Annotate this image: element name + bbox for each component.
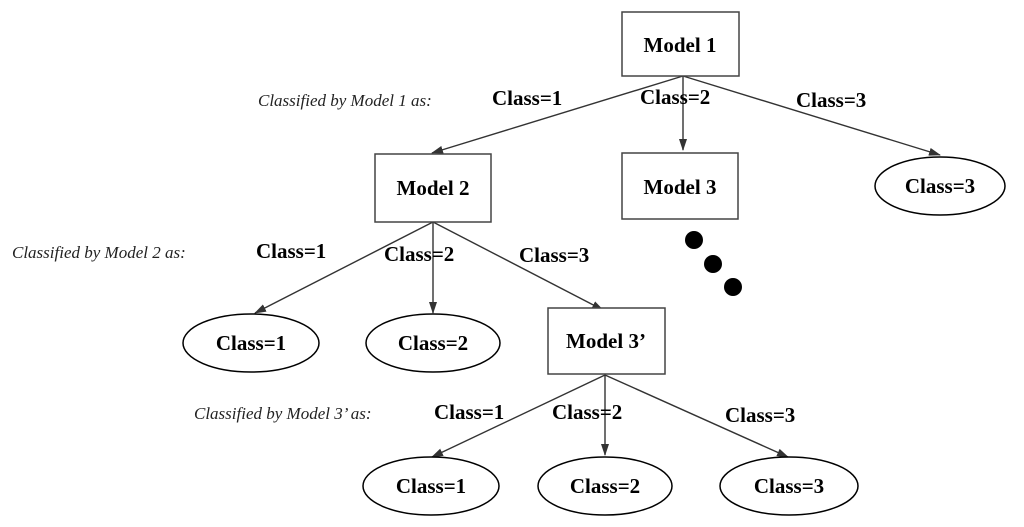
continuation-dot <box>685 231 703 249</box>
edge-label-m2-class-3: Class=3 <box>519 243 589 267</box>
leaf-top-class-3: Class=3 <box>874 156 1006 216</box>
model-2-label: Model 2 <box>397 176 470 200</box>
leaf-m3p-class-3-label: Class=3 <box>754 474 824 498</box>
edge-label-m3p-class-2: Class=2 <box>552 400 622 424</box>
edge-label-m3p-class-3: Class=3 <box>725 403 795 427</box>
caption-model-1: Classified by Model 1 as: <box>258 91 432 110</box>
edge-m2-to-class1 <box>254 221 434 314</box>
leaf-m3p-class-3: Class=3 <box>719 456 859 516</box>
edge-m3p-to-class1 <box>431 374 606 458</box>
edge-label-m2-class-2: Class=2 <box>384 242 454 266</box>
leaf-m2-class-2: Class=2 <box>365 313 501 373</box>
edge-m3p-to-class3 <box>604 374 789 458</box>
leaf-m3p-class-2: Class=2 <box>537 456 673 516</box>
leaf-m2-class-1-label: Class=1 <box>216 331 286 355</box>
model-3-node: Model 3 <box>621 152 739 220</box>
model-3-prime-label: Model 3’ <box>566 329 646 353</box>
edge-label-m1-class-1: Class=1 <box>492 86 562 110</box>
model-1-label: Model 1 <box>644 33 717 57</box>
leaf-m3p-class-1: Class=1 <box>362 456 500 516</box>
leaf-m3p-class-1-label: Class=1 <box>396 474 466 498</box>
model-2-node: Model 2 <box>374 153 492 223</box>
edge-label-m2-class-1: Class=1 <box>256 239 326 263</box>
continuation-dot <box>724 278 742 296</box>
leaf-m3p-class-2-label: Class=2 <box>570 474 640 498</box>
continuation-dot <box>704 255 722 273</box>
edge-label-m1-class-2: Class=2 <box>640 85 710 109</box>
edge-label-m1-class-3: Class=3 <box>796 88 866 112</box>
model-3-prime-node: Model 3’ <box>547 307 666 375</box>
edge-m2-to-m3prime <box>432 221 604 311</box>
model-1-node: Model 1 <box>621 11 740 77</box>
edge-m1-to-class3 <box>682 75 941 156</box>
leaf-top-class-3-label: Class=3 <box>905 174 975 198</box>
caption-model-2: Classified by Model 2 as: <box>12 243 186 262</box>
caption-model-3-prime: Classified by Model 3’ as: <box>194 404 372 423</box>
edge-m1-to-m2 <box>431 75 684 154</box>
leaf-m2-class-1: Class=1 <box>182 313 320 373</box>
model-3-label: Model 3 <box>644 175 717 199</box>
leaf-m2-class-2-label: Class=2 <box>398 331 468 355</box>
edge-label-m3p-class-1: Class=1 <box>434 400 504 424</box>
